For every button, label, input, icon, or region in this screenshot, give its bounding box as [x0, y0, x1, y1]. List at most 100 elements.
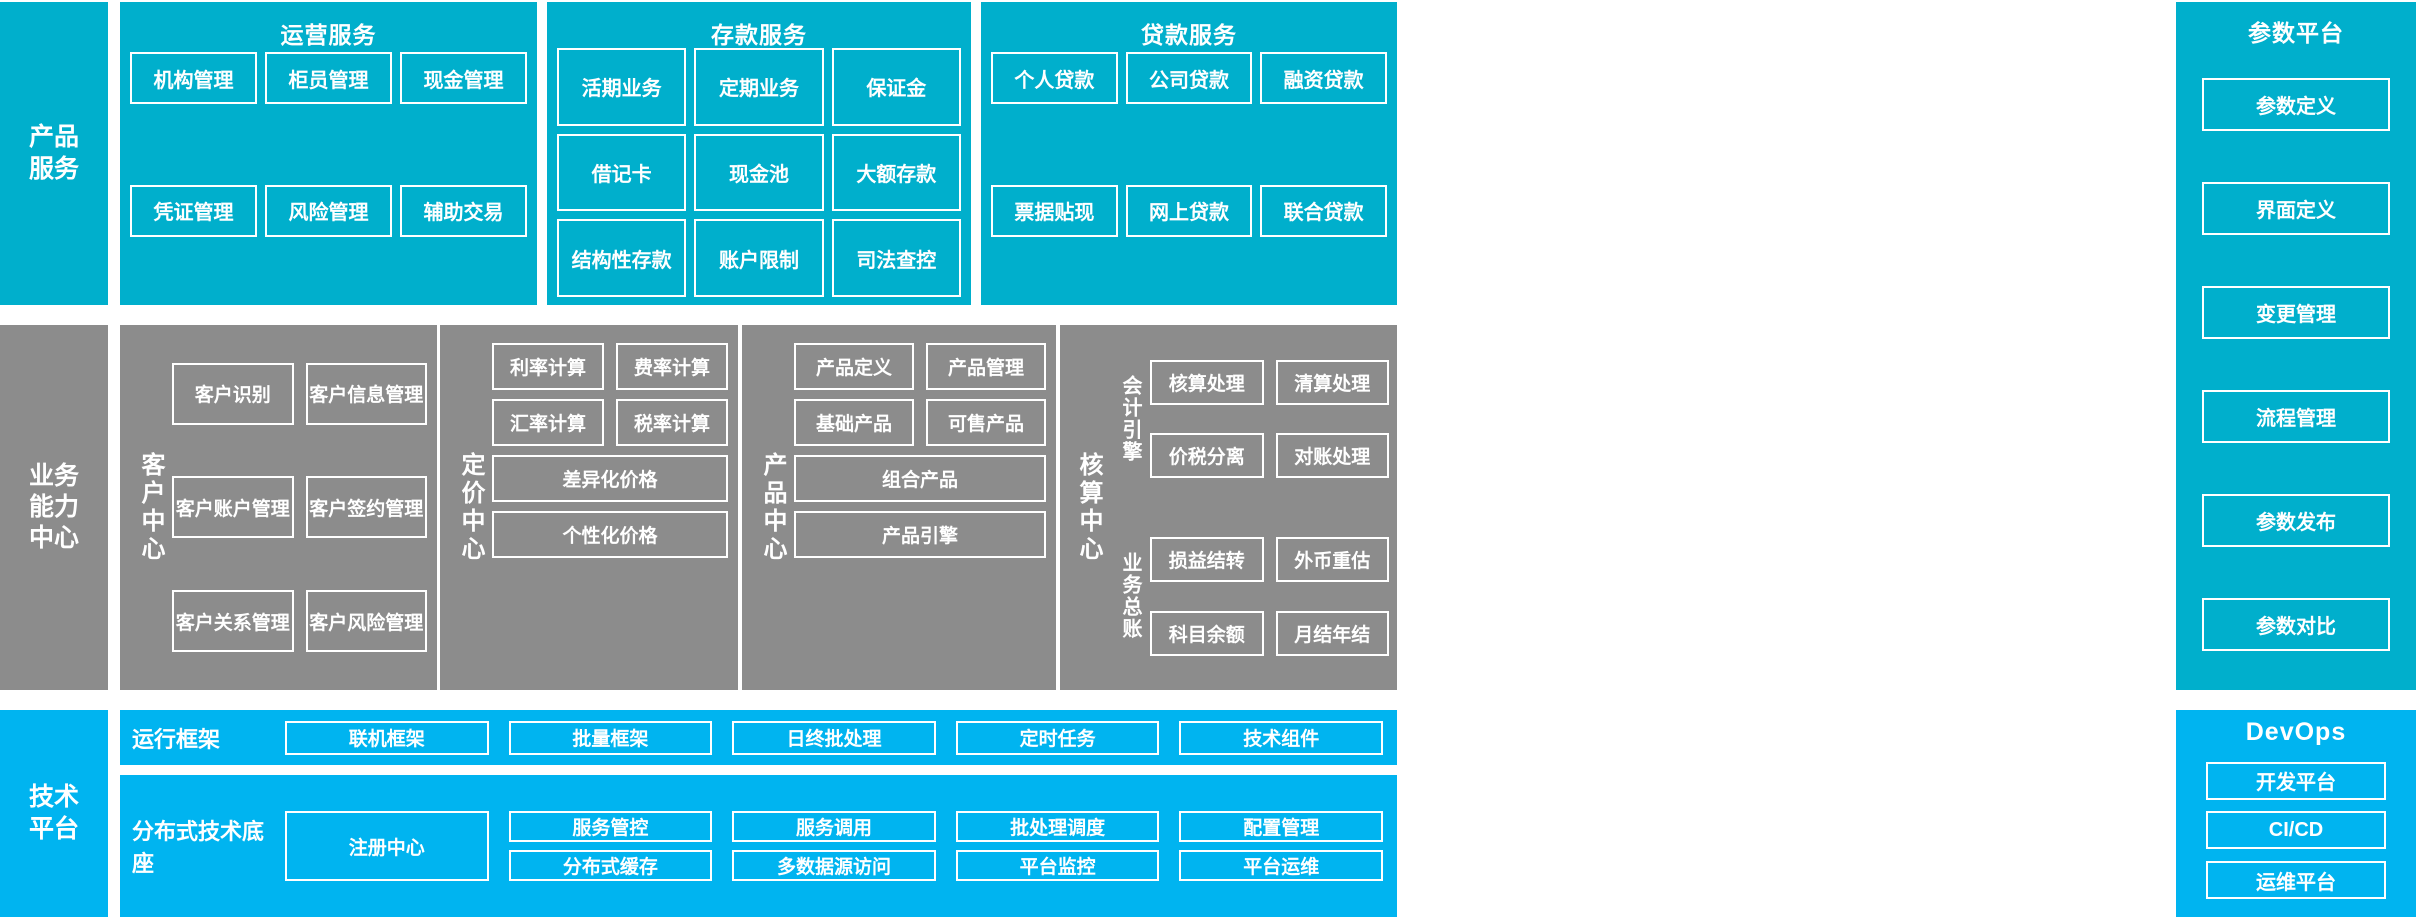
service-item[interactable]: 联合贷款 — [1260, 184, 1387, 237]
service-item[interactable]: 辅助交易 — [400, 184, 527, 237]
tech-item[interactable]: 联机框架 — [285, 720, 489, 755]
parameter-item[interactable]: 界面定义 — [2202, 181, 2390, 235]
capability-item[interactable]: 个性化价格 — [492, 511, 728, 558]
parameter-item[interactable]: 变更管理 — [2202, 285, 2390, 339]
service-item[interactable]: 定期业务 — [694, 48, 824, 126]
capability-item[interactable]: 客户风险管理 — [305, 590, 427, 653]
row-label-runtime-framework: 运行框架 — [132, 726, 221, 752]
parameter-item[interactable]: 参数对比 — [2202, 597, 2390, 651]
capability-item[interactable]: 税率计算 — [616, 399, 728, 446]
service-item[interactable]: 个人贷款 — [991, 52, 1118, 104]
list-devops: 开发平台 CI/CD 运维平台 — [2206, 756, 2386, 905]
service-item[interactable]: 账户限制 — [694, 219, 824, 297]
capability-item[interactable]: 可售产品 — [926, 399, 1046, 446]
row-runtime-framework: 运行框架 联机框架 批量框架 日终批处理 定时任务 技术组件 — [120, 710, 1397, 765]
capability-item[interactable]: 利率计算 — [492, 343, 604, 390]
layer-label-business-capability: 业务 能力 中心 — [0, 325, 108, 690]
row-label-distributed-base: 分布式技术底座 — [132, 819, 265, 876]
capability-item[interactable]: 外币重估 — [1275, 537, 1389, 582]
capability-item[interactable]: 核算处理 — [1150, 359, 1264, 405]
service-item[interactable]: 活期业务 — [557, 48, 687, 126]
parameter-item[interactable]: 参数发布 — [2202, 493, 2390, 547]
capability-item[interactable]: 产品管理 — [926, 343, 1046, 390]
capability-item[interactable]: 组合产品 — [794, 455, 1046, 502]
subgroup-label-business-ledger: 业务总账 — [1119, 552, 1141, 641]
capability-item[interactable]: 产品定义 — [794, 343, 914, 390]
capability-item[interactable]: 客户签约管理 — [305, 476, 427, 539]
capability-item[interactable]: 基础产品 — [794, 399, 914, 446]
panel-accounting-center: 核算中心 会计引擎 核算处理 清算处理 价税分离 对账处理 — [1060, 325, 1397, 690]
service-item[interactable]: 司法查控 — [831, 219, 961, 297]
service-item[interactable]: 机构管理 — [130, 52, 257, 104]
center-label-product: 产品中心 — [759, 451, 786, 564]
tech-item[interactable]: 分布式缓存 — [508, 850, 713, 881]
grid-operation-services: 机构管理 柜员管理 现金管理 凭证管理 风险管理 辅助交易 — [120, 52, 537, 295]
panel-deposit-services: 存款服务 活期业务 定期业务 保证金 借记卡 现金池 大额存款 结构性存款 账户… — [547, 2, 971, 305]
panel-operation-services: 运营服务 机构管理 柜员管理 现金管理 凭证管理 风险管理 辅助交易 — [120, 2, 537, 305]
tech-item[interactable]: 平台监控 — [955, 850, 1160, 881]
tech-item[interactable]: 定时任务 — [955, 720, 1160, 755]
service-item[interactable]: 柜员管理 — [265, 52, 392, 104]
cells-runtime-framework: 联机框架 批量框架 日终批处理 定时任务 技术组件 — [285, 720, 1397, 755]
subgroup-label-accounting-engine: 会计引擎 — [1119, 374, 1141, 463]
parameter-item[interactable]: 参数定义 — [2202, 77, 2390, 131]
devops-item[interactable]: 开发平台 — [2206, 761, 2386, 800]
tech-item[interactable]: 服务调用 — [732, 811, 936, 842]
capability-item[interactable]: 客户信息管理 — [305, 362, 427, 425]
capability-item[interactable]: 价税分离 — [1150, 433, 1264, 478]
service-item[interactable]: 保证金 — [831, 48, 961, 126]
tech-item[interactable]: 日终批处理 — [732, 720, 936, 755]
tech-item[interactable]: 批处理调度 — [955, 811, 1160, 842]
capability-item[interactable]: 月结年结 — [1275, 610, 1389, 656]
service-item[interactable]: 公司贷款 — [1125, 52, 1253, 104]
capability-item[interactable]: 客户账户管理 — [172, 476, 294, 539]
center-label-customer: 客户中心 — [137, 451, 164, 564]
parameter-item[interactable]: 流程管理 — [2202, 389, 2390, 443]
panel-title-deposit-services: 存款服务 — [711, 22, 807, 48]
devops-item[interactable]: CI/CD — [2206, 811, 2386, 850]
capability-item[interactable]: 客户识别 — [172, 362, 294, 425]
capability-item[interactable]: 差异化价格 — [492, 455, 728, 502]
service-item[interactable]: 票据贴现 — [991, 184, 1118, 237]
capability-item[interactable]: 费率计算 — [616, 343, 728, 390]
panel-pricing-center: 定价中心 利率计算 费率计算 汇率计算 税率计算 差异化价格 个性化价格 — [440, 325, 738, 690]
tech-item[interactable]: 配置管理 — [1179, 811, 1383, 842]
service-item[interactable]: 网上贷款 — [1125, 184, 1253, 237]
tech-item[interactable]: 服务管控 — [508, 811, 713, 842]
service-item[interactable]: 借记卡 — [557, 133, 687, 212]
devops-item[interactable]: 运维平台 — [2206, 861, 2386, 900]
capability-item[interactable]: 产品引擎 — [794, 511, 1046, 558]
layer-label-technical-platform: 技术 平台 — [0, 710, 108, 917]
capability-item[interactable]: 汇率计算 — [492, 399, 604, 446]
service-item[interactable]: 风险管理 — [265, 184, 392, 237]
tech-item-registry-center[interactable]: 注册中心 — [285, 811, 489, 881]
capability-item[interactable]: 客户关系管理 — [172, 590, 294, 653]
service-item[interactable]: 现金管理 — [400, 52, 527, 104]
service-item[interactable]: 现金池 — [694, 133, 824, 212]
grid-deposit-services: 活期业务 定期业务 保证金 借记卡 现金池 大额存款 结构性存款 账户限制 司法… — [547, 48, 971, 297]
tech-item[interactable]: 批量框架 — [508, 720, 713, 755]
service-item[interactable]: 大额存款 — [831, 133, 961, 212]
tech-item[interactable]: 平台运维 — [1179, 850, 1383, 881]
panel-parameter-platform: 参数平台 参数定义 界面定义 变更管理 流程管理 参数发布 参数对比 — [2176, 2, 2416, 690]
service-item[interactable]: 融资贷款 — [1260, 52, 1387, 104]
tech-item[interactable]: 多数据源访问 — [732, 850, 936, 881]
center-label-pricing: 定价中心 — [457, 451, 484, 564]
service-item[interactable]: 凭证管理 — [130, 184, 257, 237]
center-label-accounting: 核算中心 — [1075, 451, 1102, 564]
tech-item[interactable]: 技术组件 — [1179, 720, 1383, 755]
service-item[interactable]: 结构性存款 — [557, 219, 687, 297]
capability-item[interactable]: 清算处理 — [1275, 359, 1389, 405]
panel-devops: DevOps 开发平台 CI/CD 运维平台 — [2176, 710, 2416, 917]
panel-title-operation-services: 运营服务 — [280, 22, 377, 48]
list-parameter-platform: 参数定义 界面定义 变更管理 流程管理 参数发布 参数对比 — [2202, 52, 2390, 676]
cells-distributed-base: 注册中心 服务管控 服务调用 批处理调度 配置管理 分布式缓存 多数据源访问 平… — [285, 811, 1397, 881]
panel-title-devops: DevOps — [2245, 718, 2347, 746]
capability-item[interactable]: 对账处理 — [1275, 433, 1389, 478]
row-distributed-base: 分布式技术底座 注册中心 服务管控 服务调用 批处理调度 配置管理 分布式缓存 … — [120, 775, 1397, 917]
panel-customer-center: 客户中心 客户识别 客户信息管理 客户账户管理 客户签约管理 客户关系管理 客户… — [120, 325, 437, 690]
layer-label-product-services: 产品 服务 — [0, 2, 108, 305]
capability-item[interactable]: 科目余额 — [1150, 610, 1264, 656]
capability-item[interactable]: 损益结转 — [1150, 537, 1264, 582]
